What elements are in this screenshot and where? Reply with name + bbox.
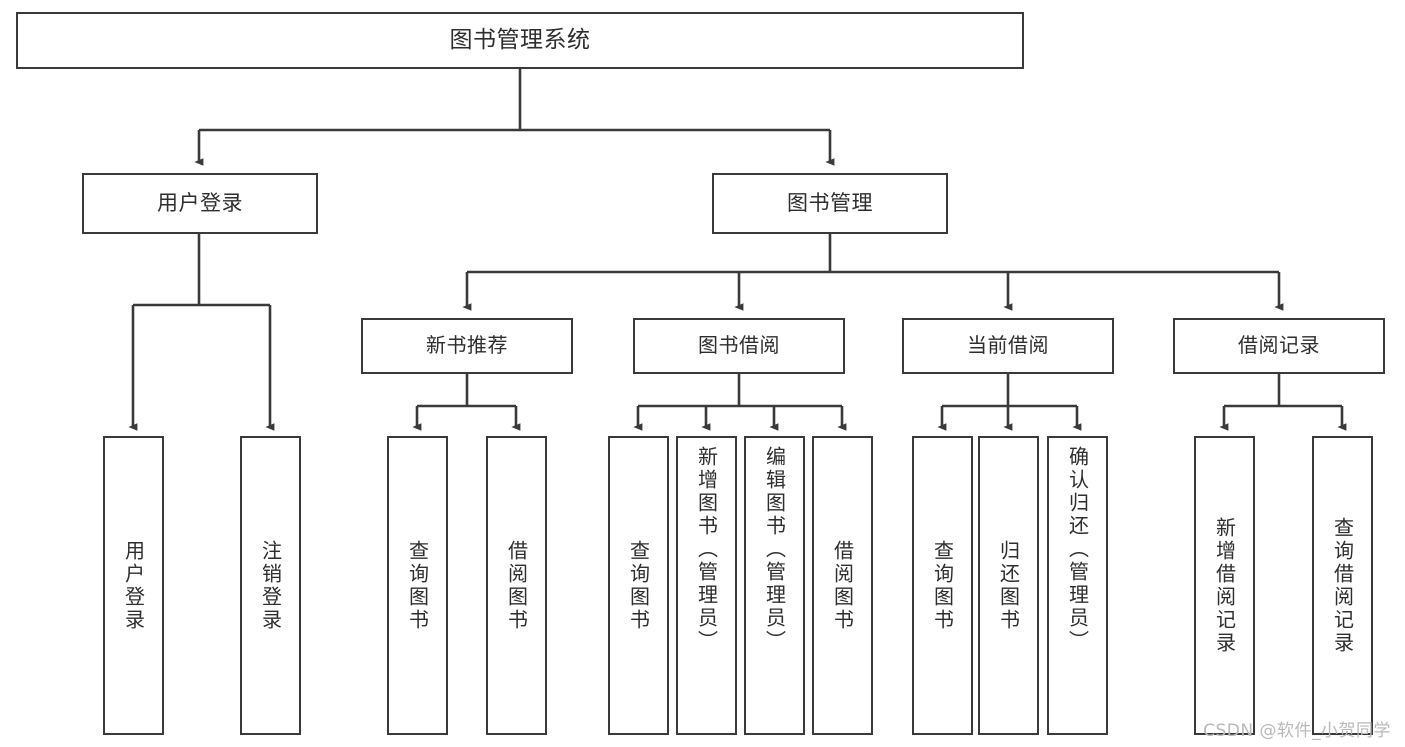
- node-leaf-user-login[interactable]: 用户登录: [103, 436, 164, 735]
- node-label: 新增借阅记录: [1212, 516, 1237, 655]
- node-label: 查询图书: [626, 539, 651, 632]
- node-leaf-query-book-current[interactable]: 查询图书: [912, 436, 973, 735]
- node-leaf-confirm-return-admin[interactable]: 确认归还（管理员）: [1047, 436, 1108, 735]
- node-label: 借阅图书: [504, 539, 529, 632]
- node-leaf-query-borrow-record[interactable]: 查询借阅记录: [1312, 436, 1373, 735]
- watermark: CSDN @软件_小贺同学: [1203, 721, 1391, 741]
- node-book-management[interactable]: 图书管理: [712, 173, 948, 234]
- node-leaf-edit-book-admin[interactable]: 编辑图书（管理员）: [744, 436, 805, 735]
- node-label: 注销登录: [258, 539, 283, 632]
- node-leaf-query-book-borrow[interactable]: 查询图书: [608, 436, 669, 735]
- node-label: 查询图书: [405, 539, 430, 632]
- node-leaf-add-borrow-record[interactable]: 新增借阅记录: [1194, 436, 1255, 735]
- node-label: 编辑图书（管理员）: [762, 446, 787, 653]
- node-new-book-recommend[interactable]: 新书推荐: [361, 318, 573, 374]
- node-user-login[interactable]: 用户登录: [82, 173, 318, 234]
- node-label: 图书管理: [787, 191, 873, 216]
- node-label: 查询借阅记录: [1330, 516, 1355, 655]
- node-book-borrow[interactable]: 图书借阅: [633, 318, 845, 374]
- node-leaf-borrow-book[interactable]: 借阅图书: [812, 436, 873, 735]
- node-current-borrow[interactable]: 当前借阅: [902, 318, 1114, 374]
- node-label: 图书借阅: [698, 333, 780, 358]
- node-label: 借阅图书: [830, 539, 855, 632]
- node-leaf-user-logout[interactable]: 注销登录: [240, 436, 301, 735]
- node-label: 用户登录: [121, 539, 146, 632]
- node-label: 图书管理系统: [449, 26, 591, 53]
- node-label: 新增图书（管理员）: [694, 446, 719, 653]
- node-leaf-query-book-recommend[interactable]: 查询图书: [387, 436, 448, 735]
- node-label: 当前借阅: [967, 333, 1049, 358]
- node-label: 借阅记录: [1238, 333, 1320, 358]
- node-label: 归还图书: [996, 539, 1021, 632]
- node-leaf-add-book-admin[interactable]: 新增图书（管理员）: [676, 436, 737, 735]
- node-borrow-record[interactable]: 借阅记录: [1173, 318, 1385, 374]
- node-leaf-borrow-book-recommend[interactable]: 借阅图书: [486, 436, 547, 735]
- node-root-book-management-system[interactable]: 图书管理系统: [16, 12, 1024, 69]
- node-label: 用户登录: [157, 191, 243, 216]
- node-label: 查询图书: [930, 539, 955, 632]
- node-label: 确认归还（管理员）: [1065, 446, 1090, 653]
- node-label: 新书推荐: [426, 333, 508, 358]
- node-leaf-return-book[interactable]: 归还图书: [978, 436, 1039, 735]
